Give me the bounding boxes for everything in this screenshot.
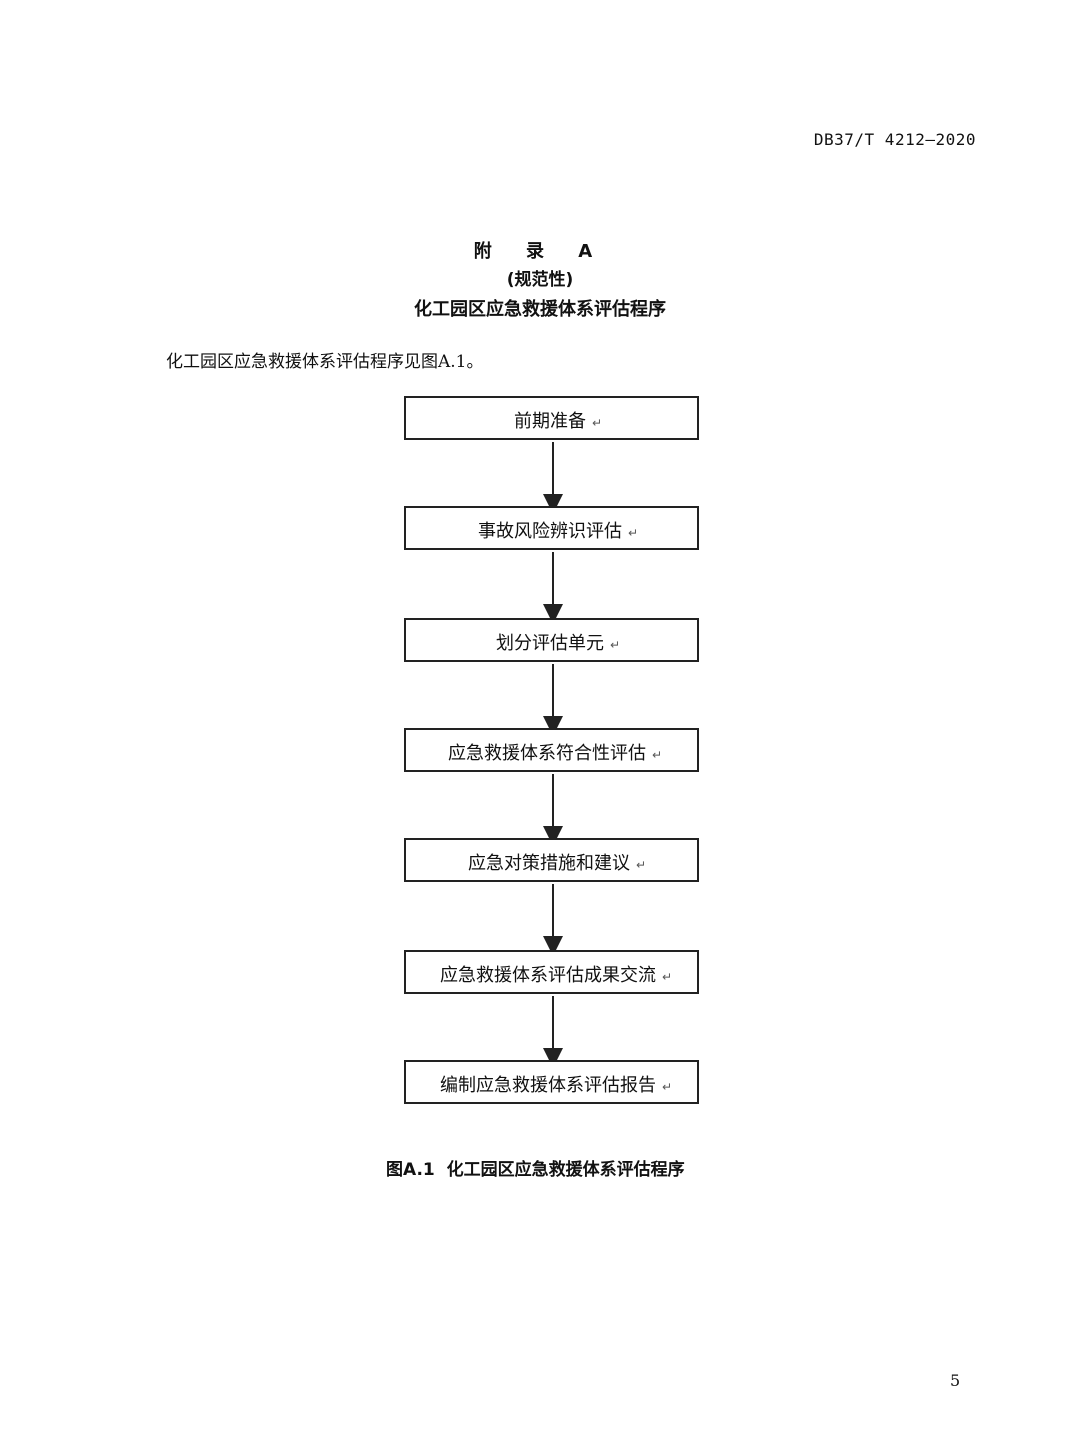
return-mark-icon: ↵: [628, 526, 639, 540]
return-mark-icon: ↵: [652, 748, 663, 762]
return-mark-icon: ↵: [592, 416, 603, 430]
figure-caption: 图A.1 化工园区应急救援体系评估程序: [386, 1160, 685, 1180]
page-number: 5: [950, 1371, 961, 1390]
annex-title: 附 录 A: [473, 241, 607, 262]
annex-kind: (规范性): [506, 270, 574, 290]
flow-step-unit-division: 划分评估单元 ↵: [404, 618, 699, 662]
flow-step-results-exchange: 应急救援体系评估成果交流 ↵: [404, 950, 699, 994]
flow-step-risk-identification: 事故风险辨识评估 ↵: [404, 506, 699, 550]
standard-code: DB37/T 4212—2020: [813, 130, 976, 149]
flow-step-label: 划分评估单元: [496, 633, 604, 654]
intro-paragraph: 化工园区应急救援体系评估程序见图A.1。: [166, 352, 484, 372]
annex-subject: 化工园区应急救援体系评估程序: [414, 299, 666, 320]
flow-step-label: 应急对策措施和建议: [468, 853, 630, 874]
flow-step-preparation: 前期准备 ↵: [404, 396, 699, 440]
flow-step-conformity-assessment: 应急救援体系符合性评估 ↵: [404, 728, 699, 772]
flow-step-report-compilation: 编制应急救援体系评估报告 ↵: [404, 1060, 699, 1104]
flow-step-label: 事故风险辨识评估: [478, 521, 622, 542]
flow-step-countermeasures: 应急对策措施和建议 ↵: [404, 838, 699, 882]
return-mark-icon: ↵: [662, 970, 673, 984]
flow-step-label: 应急救援体系符合性评估: [448, 743, 646, 764]
flow-step-label: 应急救援体系评估成果交流: [440, 965, 656, 986]
flow-step-label: 前期准备: [514, 411, 586, 432]
return-mark-icon: ↵: [610, 638, 621, 652]
return-mark-icon: ↵: [662, 1080, 673, 1094]
flow-step-label: 编制应急救援体系评估报告: [440, 1075, 656, 1096]
return-mark-icon: ↵: [636, 858, 647, 872]
